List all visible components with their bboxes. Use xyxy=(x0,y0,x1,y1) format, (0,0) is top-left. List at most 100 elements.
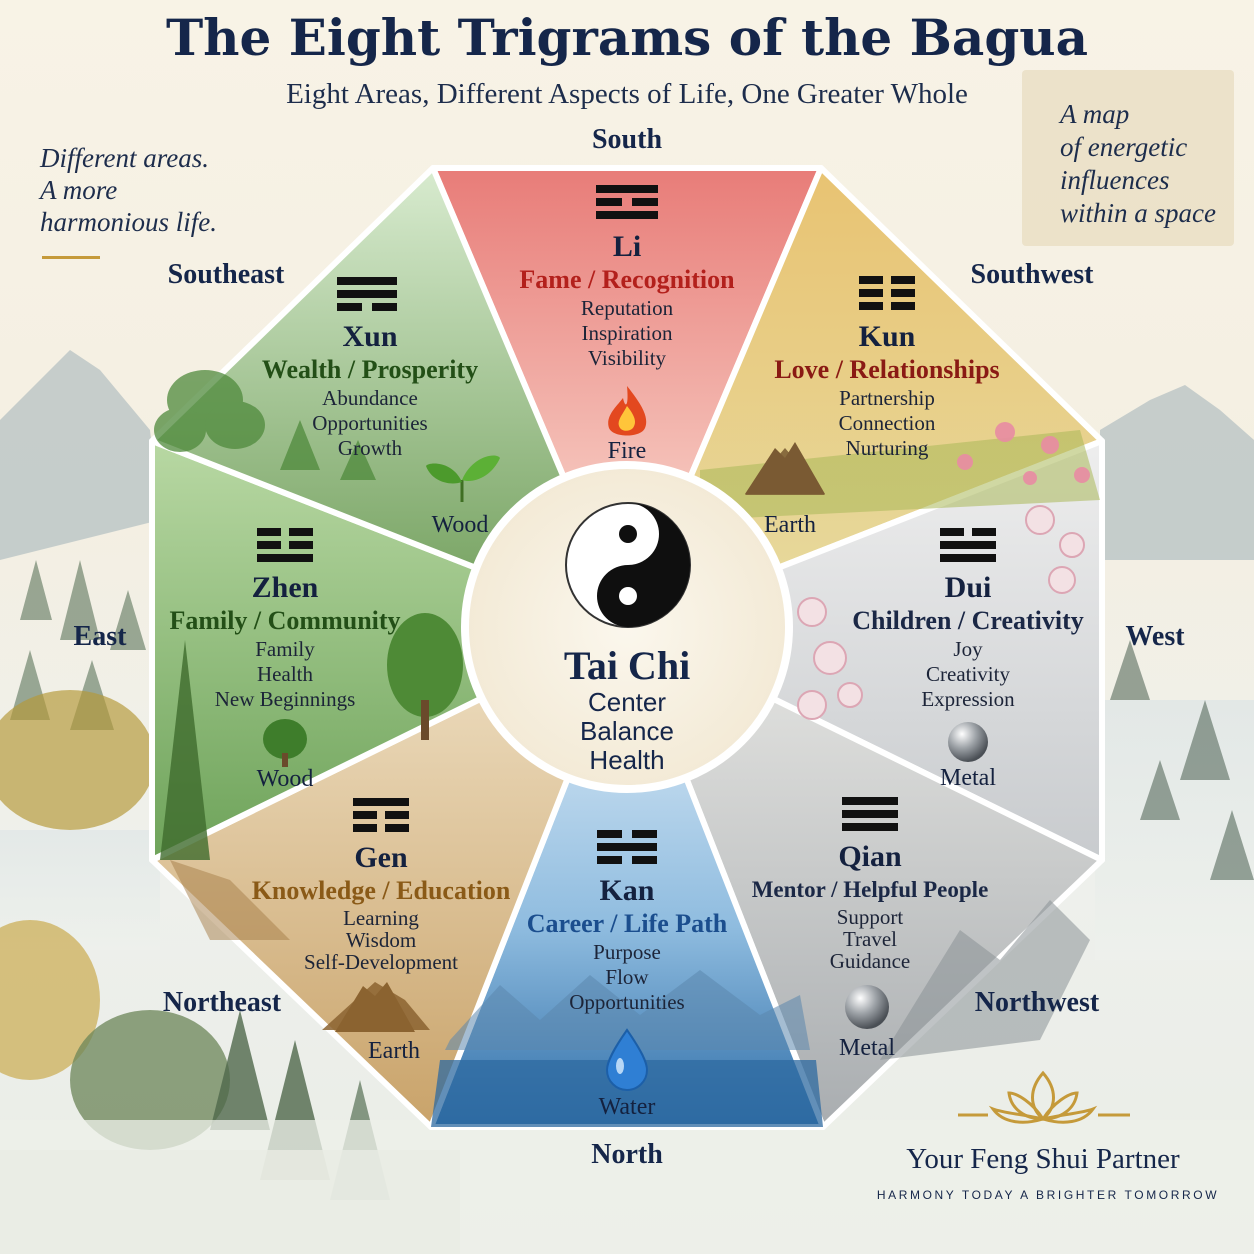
sector-qian-text: Qian Mentor / Helpful People Support Tra… xyxy=(752,840,989,972)
trigram-segment xyxy=(859,289,883,297)
xun-foliage-scenery xyxy=(154,370,376,480)
trigram-li-icon xyxy=(596,185,658,224)
element-label-metal: Metal xyxy=(839,1035,895,1061)
trigram-solid-line xyxy=(337,277,397,285)
keyword: Wisdom xyxy=(345,928,417,952)
direction-south: South xyxy=(591,124,663,155)
trigram-segment xyxy=(859,276,883,284)
trigram-solid-line xyxy=(842,797,898,805)
bottom-mist xyxy=(0,1120,1254,1254)
trigram-segment xyxy=(353,811,377,819)
note-line: influences xyxy=(1060,165,1170,195)
trigram-name: Kun xyxy=(858,320,916,353)
trigram-xun-icon xyxy=(337,277,397,316)
trigram-segment xyxy=(891,302,915,310)
trigram-zhen-icon xyxy=(257,528,313,567)
tagline-line: A more xyxy=(40,175,118,205)
trigram-segment xyxy=(891,289,915,297)
life-area: Family / Community xyxy=(169,606,401,635)
trigram-broken-line xyxy=(597,830,657,838)
trigram-solid-line xyxy=(842,810,898,818)
zhen-forest-scenery xyxy=(160,613,463,860)
life-area: Career / Life Path xyxy=(526,909,728,938)
trigram-broken-line xyxy=(859,302,915,310)
trigram-segment xyxy=(337,290,397,298)
direction-southwest: Southwest xyxy=(970,259,1094,290)
trigram-segment xyxy=(631,830,657,838)
kan-lake-scenery xyxy=(431,970,823,1127)
tagline-divider xyxy=(42,256,100,259)
trigram-segment xyxy=(940,541,996,549)
trigram-broken-line xyxy=(257,541,313,549)
keyword: Purpose xyxy=(593,940,661,964)
element-label-earth: Earth xyxy=(368,1038,420,1064)
keyword: Nurturing xyxy=(845,436,929,460)
trigram-solid-line xyxy=(596,185,658,193)
metal-sphere-icon xyxy=(948,722,988,762)
sector-kan-text: Kan Career / Life Path Purpose Flow Oppo… xyxy=(527,874,727,1015)
trigram-name: Kan xyxy=(599,874,655,907)
mountain-icon xyxy=(335,982,415,1032)
trigram-broken-line xyxy=(337,303,397,311)
qian-mountain-scenery xyxy=(880,900,1090,1060)
tree-icon xyxy=(263,719,307,767)
keyword: Opportunities xyxy=(569,990,685,1014)
metal-sphere-icon xyxy=(845,985,889,1029)
trigram-segment xyxy=(972,528,996,536)
direction-east: East xyxy=(73,621,127,652)
life-area: Love / Relationships xyxy=(774,355,1000,384)
trigram-segment xyxy=(859,302,883,310)
keyword: Partnership xyxy=(839,386,935,410)
water-drop-icon xyxy=(605,1028,649,1091)
trigram-solid-line xyxy=(940,541,996,549)
lotus-icon xyxy=(988,1070,1098,1124)
keyword: Guidance xyxy=(829,949,911,973)
life-area: Mentor / Helpful People xyxy=(751,877,989,902)
trigram-segment xyxy=(596,211,658,219)
keyword: Connection xyxy=(838,411,936,435)
trigram-segment xyxy=(371,303,397,311)
sector-li-text: Li Fame / Recognition Reputation Inspira… xyxy=(519,230,734,371)
element-label-metal: Metal xyxy=(940,765,996,791)
keyword: Self-Development xyxy=(304,950,458,974)
trigram-broken-line xyxy=(596,198,658,206)
keyword: Family xyxy=(255,637,315,661)
sector-kun-text: Kun Love / Relationships Partnership Con… xyxy=(774,320,999,461)
trigram-kan-icon xyxy=(597,830,657,869)
trigram-solid-line xyxy=(596,211,658,219)
brand-name: Your Feng Shui Partner xyxy=(906,1143,1180,1175)
right-mountain-far xyxy=(1100,385,1254,560)
center-name: Tai Chi xyxy=(563,643,691,688)
trigram-broken-line xyxy=(597,856,657,864)
trigram-segment xyxy=(337,303,363,311)
trigram-segment xyxy=(842,823,898,831)
trigram-segment xyxy=(353,824,377,832)
keyword: Growth xyxy=(337,436,403,460)
yin-yang-icon xyxy=(565,502,691,628)
keyword: Visibility xyxy=(587,346,667,370)
keyword: Expression xyxy=(921,687,1015,711)
trigram-segment xyxy=(940,528,964,536)
trigram-segment xyxy=(385,824,409,832)
trigram-segment xyxy=(631,198,658,206)
page-title: The Eight Trigrams of the Bagua xyxy=(165,8,1089,67)
trigram-segment xyxy=(842,810,898,818)
element-label-earth: Earth xyxy=(764,512,816,538)
trigram-dui-icon xyxy=(940,528,996,567)
trigram-segment xyxy=(257,528,281,536)
tagline-line: harmonious life. xyxy=(40,207,218,237)
note-text: A map of energetic influences within a s… xyxy=(1060,98,1250,230)
direction-north: North xyxy=(591,1139,663,1170)
trigram-segment xyxy=(631,856,657,864)
keyword: Support xyxy=(836,905,904,929)
trigram-name: Gen xyxy=(354,841,408,874)
direction-west: West xyxy=(1125,621,1185,652)
life-area: Fame / Recognition xyxy=(519,265,735,294)
trigram-kun-icon xyxy=(859,276,915,315)
life-area: Knowledge / Education xyxy=(251,876,511,905)
trigram-segment xyxy=(353,798,409,806)
life-area: Wealth / Prosperity xyxy=(261,355,479,384)
note-box xyxy=(1022,70,1234,246)
center-keywords: Center Balance Health xyxy=(580,688,674,775)
